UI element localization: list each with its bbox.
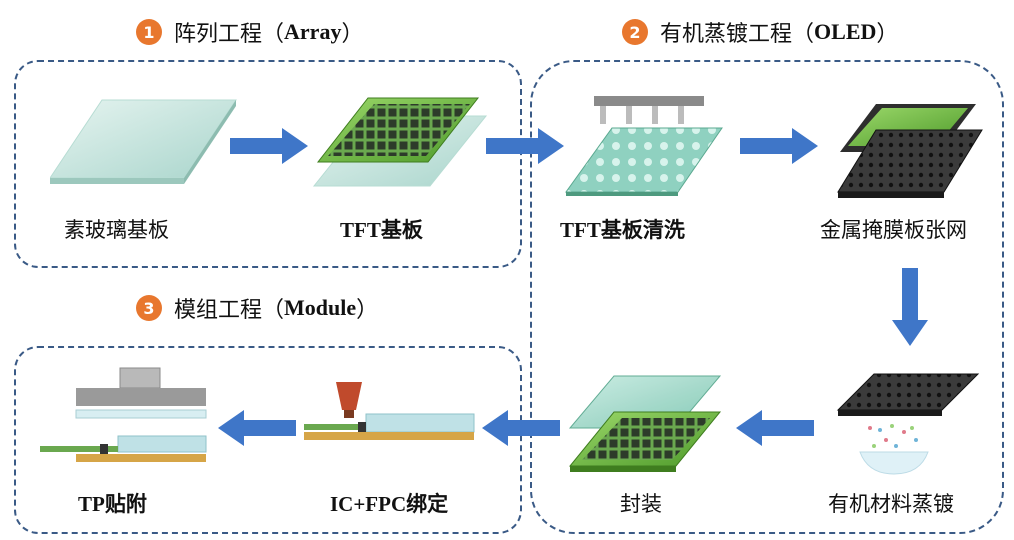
section-title-en: Module (284, 295, 357, 320)
tp-lamination-illustration (40, 367, 207, 462)
step-label-tft-cleaning: TFT基板清洗 (560, 218, 685, 242)
section-number-badge: 1 (136, 19, 162, 45)
section-title-cn: 有机蒸镀工程 (660, 22, 793, 47)
oled-stage-box (530, 60, 1004, 534)
step-label-tp-lamination: TP贴附 (78, 492, 147, 516)
step-label-tft-substrate: TFT基板 (340, 218, 423, 242)
step-label-ic-fpc-bonding: IC+FPC绑定 (330, 492, 449, 516)
step-label-bare-glass: 素玻璃基板 (64, 218, 169, 242)
left-arrow-icon (736, 410, 814, 446)
right-arrow-icon (740, 128, 818, 164)
section-number-badge: 3 (136, 295, 162, 321)
step-label-mask-tension: 金属掩膜板张网 (820, 218, 967, 242)
encapsulation-illustration (568, 375, 722, 472)
section-title-cn: 模组工程 (174, 298, 263, 323)
tft-substrate-illustration (312, 97, 488, 187)
section-title-module: 3 模组工程 （Module） (136, 292, 378, 324)
bare-glass-illustration (50, 99, 237, 184)
metal-mask-illustration (837, 104, 983, 198)
module-stage-box (14, 346, 522, 534)
section-number-badge: 2 (622, 19, 648, 45)
array-stage-box (14, 60, 522, 268)
bonding-illustration (304, 382, 475, 440)
down-arrow-icon (892, 268, 928, 346)
section-title-array: 1 阵列工程 （Array） (136, 16, 363, 48)
right-arrow-icon (486, 128, 564, 164)
left-arrow-icon (218, 410, 296, 446)
step-label-evaporation: 有机材料蒸镀 (828, 492, 954, 516)
step-label-encapsulation: 封装 (620, 492, 662, 516)
section-title-en: OLED (814, 19, 877, 44)
section-title-cn: 阵列工程 (174, 22, 263, 47)
left-arrow-icon (482, 410, 560, 446)
section-title-en: Array (284, 19, 342, 44)
section-title-oled: 2 有机蒸镀工程 （OLED） (622, 16, 898, 48)
evaporation-illustration (836, 373, 980, 475)
right-arrow-icon (230, 128, 308, 164)
tft-cleaning-illustration (565, 96, 723, 196)
